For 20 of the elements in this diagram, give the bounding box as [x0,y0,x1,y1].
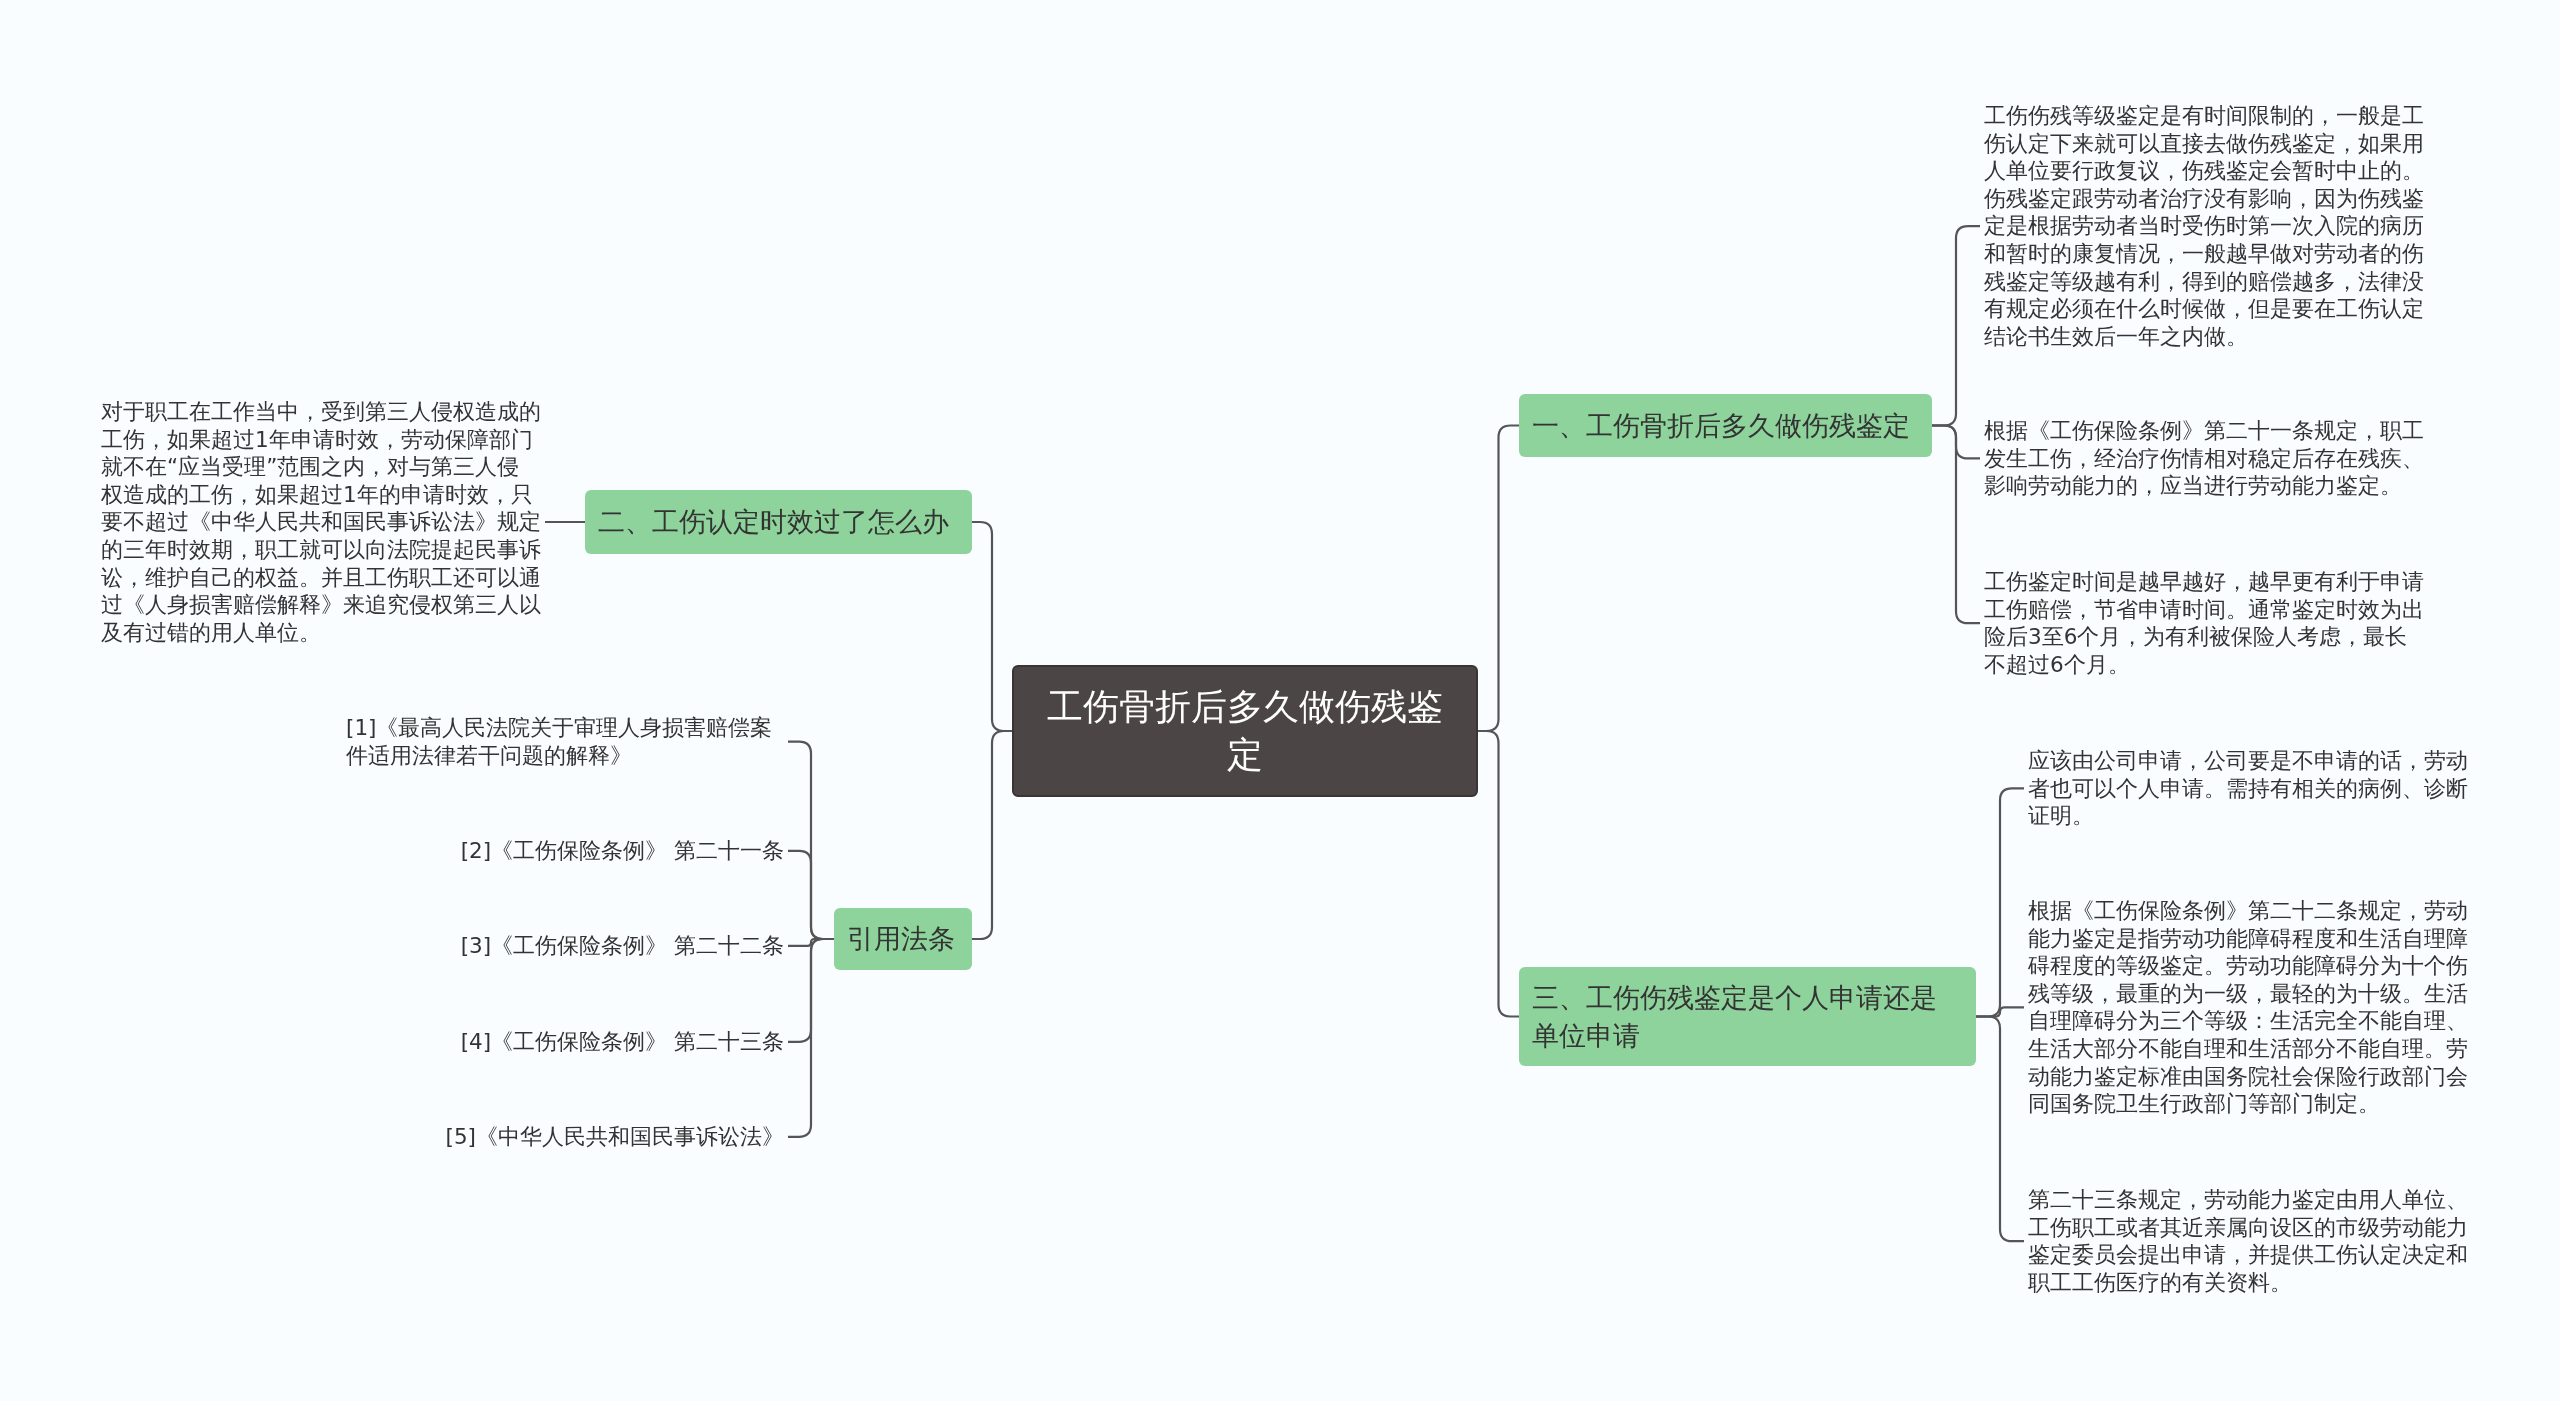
reference-text: [4]《工伤保险条例》 第二十三条 [456,1028,788,1056]
note-text: 对于职工在工作当中，受到第三人侵权造成的工伤，如果超过1年申请时效，劳动保障部门就不在“应当受理”范围之内，对与第三人侵权造成的工伤，如果超过1年的申请时效，只要不超过《中华人民共和国民事诉讼法》规定的三年时效期，职工就可以向法院提起民事诉讼，维护自己的权益。并且工伤职工还可以通过《人身损害赔偿解释》来追究侵权第三人以及有过错的用人单位。 [97,398,545,647]
topic-box: 引用法条 [834,908,972,970]
reference-text: [3]《工伤保险条例》 第二十二条 [456,932,788,960]
reference-text: [5]《中华人民共和国民事诉讼法》 [441,1123,788,1151]
topic-box: 一、工伤骨折后多久做伤残鉴定 [1519,394,1932,457]
note-text: 应该由公司申请，公司要是不申请的话，劳动者也可以个人申请。需持有相关的病例、诊断证明。 [2024,747,2472,830]
central-topic-box: 工伤骨折后多久做伤残鉴定 [1012,665,1478,797]
reference-text: [1]《最高人民法院关于审理人身损害赔偿案件适用法律若干问题的解释》 [342,714,788,770]
note-text: 第二十三条规定，劳动能力鉴定由用人单位、工伤职工或者其近亲属向设区的市级劳动能力鉴定委员会提出申请，并提供工伤认定决定和职工工伤医疗的有关资料。 [2024,1186,2472,1297]
note-text: 工伤伤残等级鉴定是有时间限制的，一般是工伤认定下来就可以直接去做伤残鉴定，如果用人单位要行政复议，伤残鉴定会暂时中止的。伤残鉴定跟劳动者治疗没有影响，因为伤残鉴定是根据劳动者当时受伤时第一次入院的病历和暂时的康复情况，一般越早做对劳动者的伤残鉴定等级越有利，得到的赔偿越多，法律没有规定必须在什么时候做，但是要在工伤认定结论书生效后一年之内做。 [1980,102,2428,351]
connector-line [1478,729,1519,1018]
connector-line [972,729,1012,941]
note-text: 根据《工伤保险条例》第二十二条规定，劳动能力鉴定是指劳动功能障碍程度和生活自理障碍程度的等级鉴定。劳动功能障碍分为十个伤残等级，最重的为一级，最轻的为十级。生活自理障碍分为三个等级：生活完全不能自理、生活大部分不能自理和生活部分不能自理。劳动能力鉴定标准由国务院社会保险行政部门会同国务院卫生行政部门等部门制定。 [2024,897,2472,1118]
topic-box: 三、工伤伤残鉴定是个人申请还是单位申请 [1519,967,1976,1066]
note-text: 根据《工伤保险条例》第二十一条规定，职工发生工伤，经治疗伤情相对稳定后存在残疾、影响劳动能力的，应当进行劳动能力鉴定。 [1980,417,2428,500]
connector-line [545,520,585,524]
topic-box: 二、工伤认定时效过了怎么办 [585,490,972,554]
note-text: 工伤鉴定时间是越早越好，越早更有利于申请工伤赔偿，节省申请时间。通常鉴定时效为出险后3至6个月，为有利被保险人考虑，最长不超过6个月。 [1980,568,2428,679]
reference-text: [2]《工伤保险条例》 第二十一条 [456,837,788,865]
